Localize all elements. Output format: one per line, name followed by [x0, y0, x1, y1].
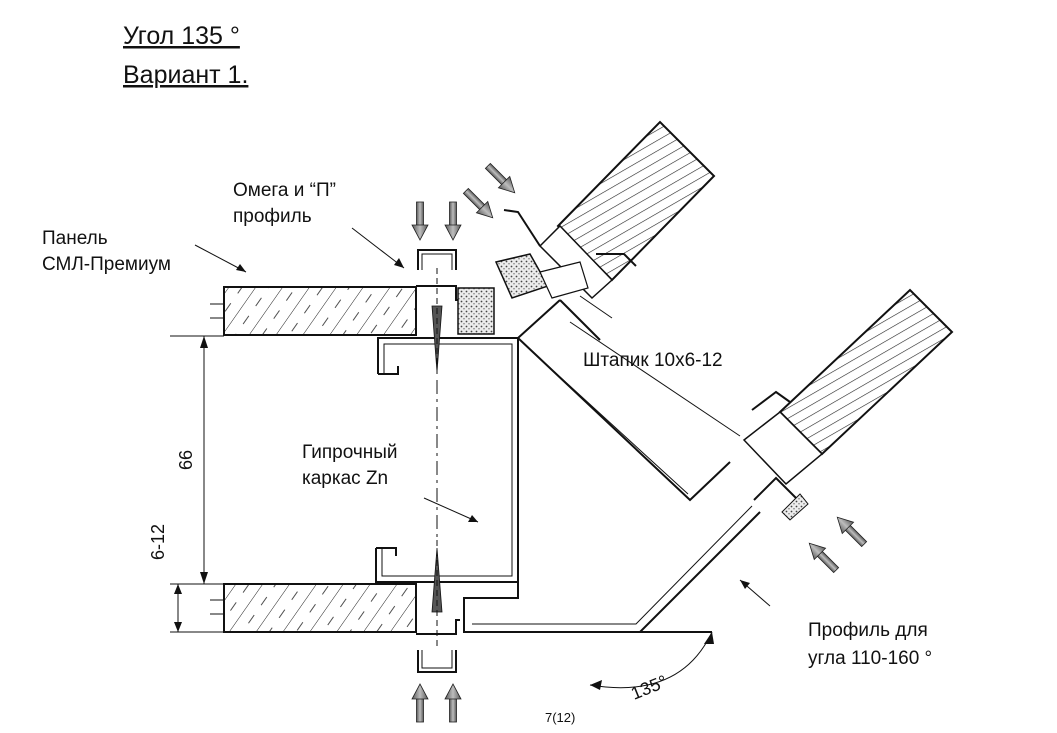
diagonal-frame [517, 299, 731, 502]
dimension-height: 66 [170, 335, 224, 585]
label-profile-line2: угла 110-160 ° [808, 648, 932, 669]
page-number: 7(12) [545, 710, 575, 725]
label-omega-line2: профиль [233, 206, 312, 227]
label-profile-line1: Профиль для [808, 620, 928, 641]
leader-panel [194, 244, 247, 273]
label-shtapik: Штапик 10х6-12 [583, 350, 723, 371]
dimension-height-label: 66 [176, 450, 196, 470]
arrow-diagonal-icon [459, 184, 499, 224]
angle-arc: 135° [589, 631, 714, 704]
angle-label: 135° [628, 671, 670, 703]
arrow-diagonal-icon [803, 537, 843, 577]
leader-omega [351, 227, 405, 269]
label-frame-line2: каркас Zn [302, 468, 388, 489]
leader-frame [423, 497, 479, 523]
label-panel-line1: Панель [42, 228, 108, 249]
shtapik-strip [494, 253, 550, 299]
insulation-block [457, 287, 495, 335]
gyproc-frame [375, 337, 519, 583]
leader-shtapik-2 [579, 295, 613, 319]
arrow-diagonal-icon [831, 511, 871, 551]
angle-profile [463, 505, 761, 633]
panel-top [210, 286, 417, 336]
title-angle: Угол 135 ° [123, 22, 240, 50]
panel-diagonal-top [503, 120, 716, 300]
arrow-up-icon [444, 683, 462, 723]
panel-bottom [210, 583, 417, 633]
screw-top [431, 268, 443, 378]
screw-bottom [431, 540, 443, 648]
leader-shtapik [569, 321, 741, 437]
title-variant: Вариант 1. [123, 61, 248, 89]
arrow-down-icon [444, 201, 462, 241]
arrow-up-icon [411, 683, 429, 723]
dimension-thickness: 6-12 [148, 524, 224, 633]
shtapik-strip-2 [539, 261, 589, 299]
arrow-down-icon [411, 201, 429, 241]
arrow-diagonal-icon [481, 159, 521, 199]
omega-profile-top [416, 249, 460, 301]
label-frame-line1: Гипрочный [302, 442, 398, 463]
label-omega-line1: Омега и “П” [233, 180, 336, 201]
dimension-thickness-label: 6-12 [148, 524, 168, 560]
panel-diagonal-bottom [742, 288, 954, 521]
label-panel-line2: СМЛ-Премиум [42, 254, 171, 275]
omega-profile-bottom [416, 619, 460, 673]
